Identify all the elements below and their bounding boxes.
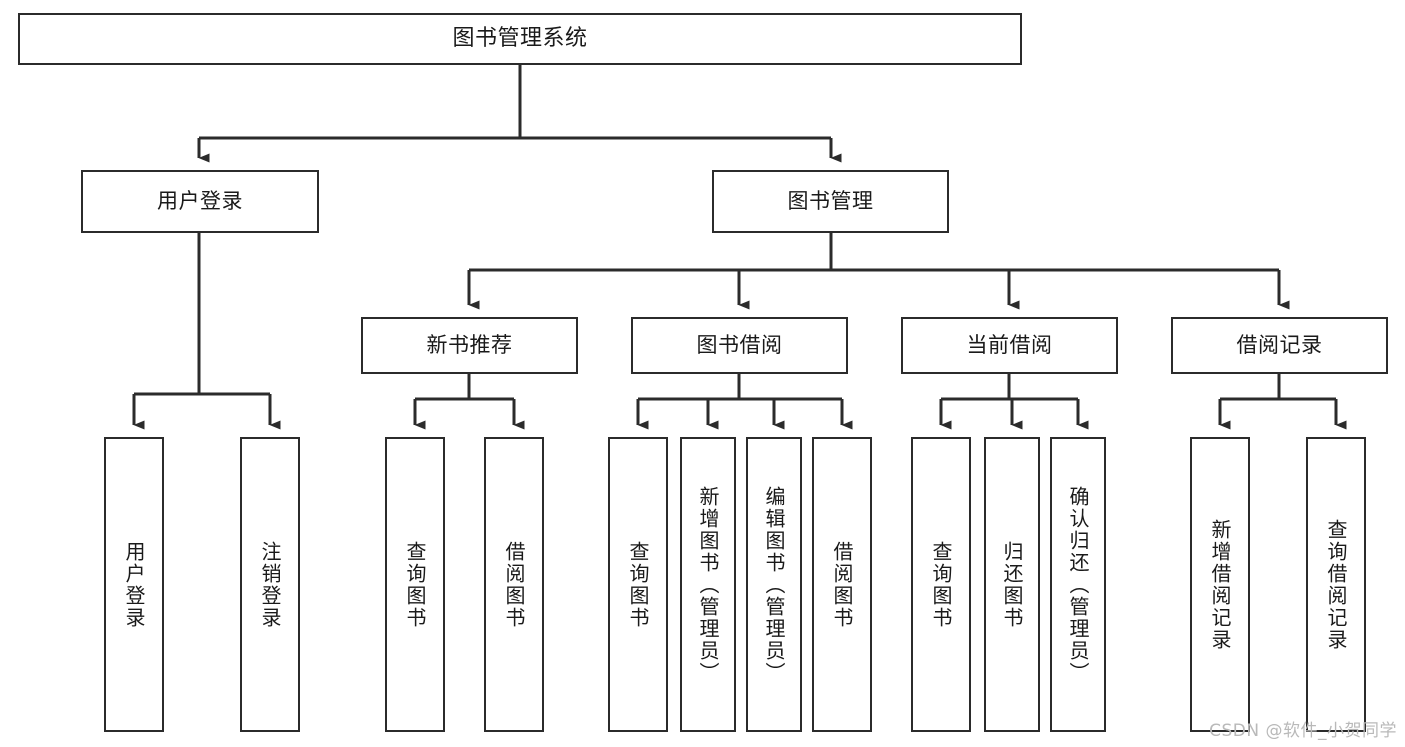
node-label: 查询图书 <box>626 540 650 629</box>
node-label: 注销登录 <box>258 540 282 629</box>
connector-userlogin-to-leaves <box>132 233 281 430</box>
connector-root-to-level2 <box>197 65 842 163</box>
node-label: 确认归还（管理员） <box>1066 485 1090 684</box>
connector-bookborrow-to-leaves <box>636 374 853 430</box>
node-label: 新增借阅记录 <box>1208 518 1232 651</box>
node-label: 用户登录 <box>157 189 243 214</box>
leaf-query-book-current[interactable]: 查询图书 <box>911 437 971 732</box>
leaf-user-login[interactable]: 用户登录 <box>104 437 164 732</box>
leaf-query-book-recommend[interactable]: 查询图书 <box>385 437 445 732</box>
node-label: 图书管理 <box>787 189 874 214</box>
connector-recommend-to-leaves <box>413 374 525 430</box>
node-label: 借阅图书 <box>830 540 854 629</box>
leaf-query-borrow-record[interactable]: 查询借阅记录 <box>1306 437 1366 732</box>
node-label: 图书管理系统 <box>452 26 588 52</box>
leaf-logout[interactable]: 注销登录 <box>240 437 300 732</box>
node-label: 图书借阅 <box>696 333 783 358</box>
node-label: 查询借阅记录 <box>1324 518 1348 651</box>
node-user-login[interactable]: 用户登录 <box>81 170 319 233</box>
node-label: 归还图书 <box>1000 540 1024 629</box>
node-book-management-system[interactable]: 图书管理系统 <box>18 13 1022 65</box>
leaf-return-book[interactable]: 归还图书 <box>984 437 1040 732</box>
node-label: 用户登录 <box>122 540 146 629</box>
connector-currentborrow-to-leaves <box>939 374 1089 430</box>
node-current-borrow[interactable]: 当前借阅 <box>901 317 1118 374</box>
node-label: 新书推荐 <box>426 333 513 358</box>
connector-bookmanage-to-level3 <box>467 233 1290 310</box>
node-book-borrow[interactable]: 图书借阅 <box>631 317 848 374</box>
leaf-add-book-admin[interactable]: 新增图书（管理员） <box>680 437 736 732</box>
node-label: 新增图书（管理员） <box>696 485 720 684</box>
node-label: 查询图书 <box>403 540 427 629</box>
leaf-borrow-book-recommend[interactable]: 借阅图书 <box>484 437 544 732</box>
connector-borrowrecord-to-leaves <box>1218 374 1347 430</box>
node-new-book-recommend[interactable]: 新书推荐 <box>361 317 578 374</box>
node-label: 借阅图书 <box>502 540 526 629</box>
node-book-management[interactable]: 图书管理 <box>712 170 949 233</box>
node-label: 借阅记录 <box>1236 333 1323 358</box>
node-label: 编辑图书（管理员） <box>762 485 786 684</box>
node-label: 查询图书 <box>929 540 953 629</box>
leaf-query-book-borrow[interactable]: 查询图书 <box>608 437 668 732</box>
leaf-edit-book-admin[interactable]: 编辑图书（管理员） <box>746 437 802 732</box>
node-borrow-record[interactable]: 借阅记录 <box>1171 317 1388 374</box>
leaf-confirm-return-admin[interactable]: 确认归还（管理员） <box>1050 437 1106 732</box>
leaf-add-borrow-record[interactable]: 新增借阅记录 <box>1190 437 1250 732</box>
leaf-borrow-book[interactable]: 借阅图书 <box>812 437 872 732</box>
node-label: 当前借阅 <box>966 333 1053 358</box>
